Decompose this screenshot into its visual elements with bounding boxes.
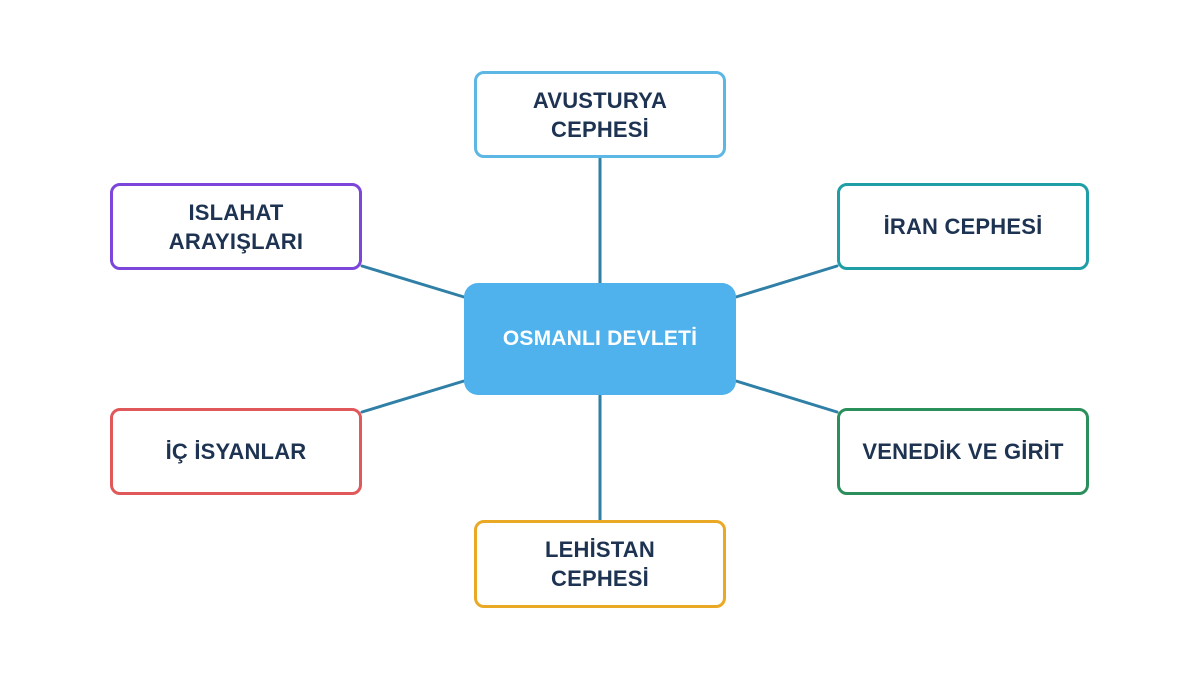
connector-ic xyxy=(360,379,466,414)
node-venedik-ve-girit: VENEDİK VE GİRİT xyxy=(837,408,1089,495)
connector-venedik xyxy=(734,379,839,414)
center-node-label: OSMANLI DEVLETİ xyxy=(502,327,698,350)
node-lehistan-cephesi: LEHİSTAN CEPHESİ xyxy=(474,520,726,608)
node-label: İÇ İSYANLAR xyxy=(165,439,307,464)
node-iran-cephesi: İRAN CEPHESİ xyxy=(837,183,1089,270)
node-ic-isyanlar: İÇ İSYANLAR xyxy=(110,408,362,495)
node-label: LEHİSTAN CEPHESİ xyxy=(545,537,655,591)
node-label: İRAN CEPHESİ xyxy=(883,214,1043,239)
connector-islahat xyxy=(360,264,466,299)
connector-iran xyxy=(734,264,839,299)
center-node-osmanli-devleti: OSMANLI DEVLETİ xyxy=(464,283,736,395)
node-label: VENEDİK VE GİRİT xyxy=(862,439,1064,464)
